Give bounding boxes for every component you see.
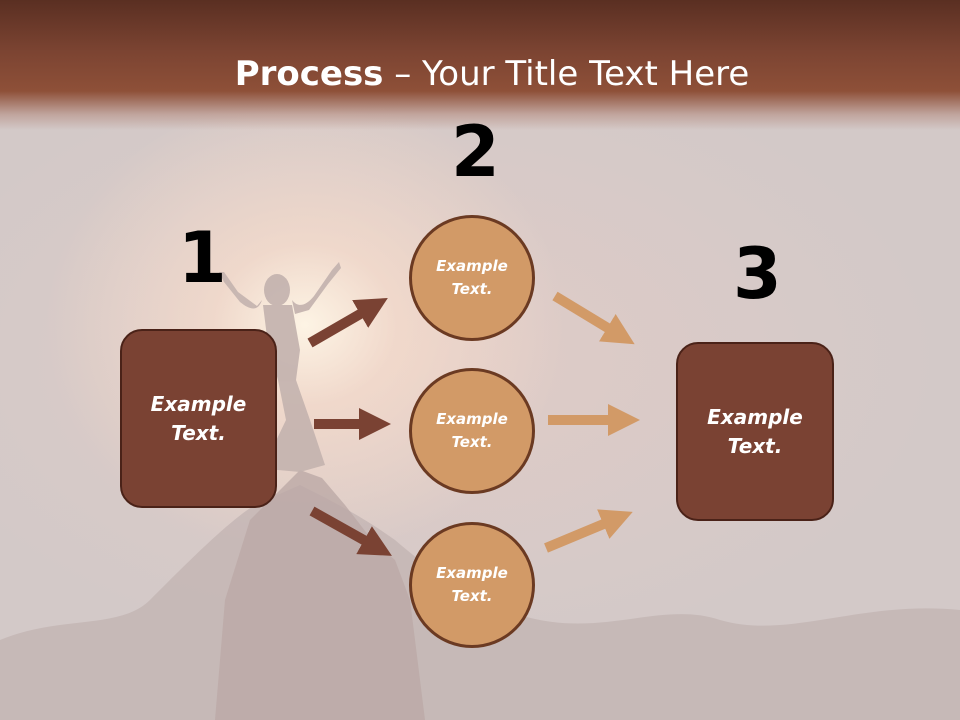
circle-step-2: Example Text. [409, 368, 535, 494]
circle-3-text: Example Text. [436, 564, 508, 605]
arrow-from-circle-1 [552, 291, 635, 345]
circle-step-3: Example Text. [409, 522, 535, 648]
arrow-from-circle-3 [544, 509, 633, 553]
title-rest: – Your Title Text Here [383, 54, 750, 94]
circle-1-text: Example Text. [436, 257, 508, 298]
circle-step-1: Example Text. [409, 215, 535, 341]
circle-2-text: Example Text. [436, 410, 508, 451]
step-1-box: Example Text. [120, 329, 277, 508]
woman-silhouette [219, 262, 341, 472]
step-number-2: 2 [451, 111, 500, 193]
step-number-3: 3 [733, 233, 782, 315]
arrow-to-circle-1 [307, 297, 388, 348]
title-bold: Process [234, 54, 384, 94]
rock-peak [215, 470, 425, 720]
step-3-box: Example Text. [676, 342, 834, 521]
title-bar [0, 0, 960, 130]
step-1-text: Example Text. [150, 391, 247, 445]
arrow-to-circle-3 [309, 506, 392, 556]
slide-title: Process – Your Title Text Here [0, 54, 960, 94]
step-number-1: 1 [178, 217, 227, 299]
step-3-text: Example Text. [707, 404, 803, 458]
